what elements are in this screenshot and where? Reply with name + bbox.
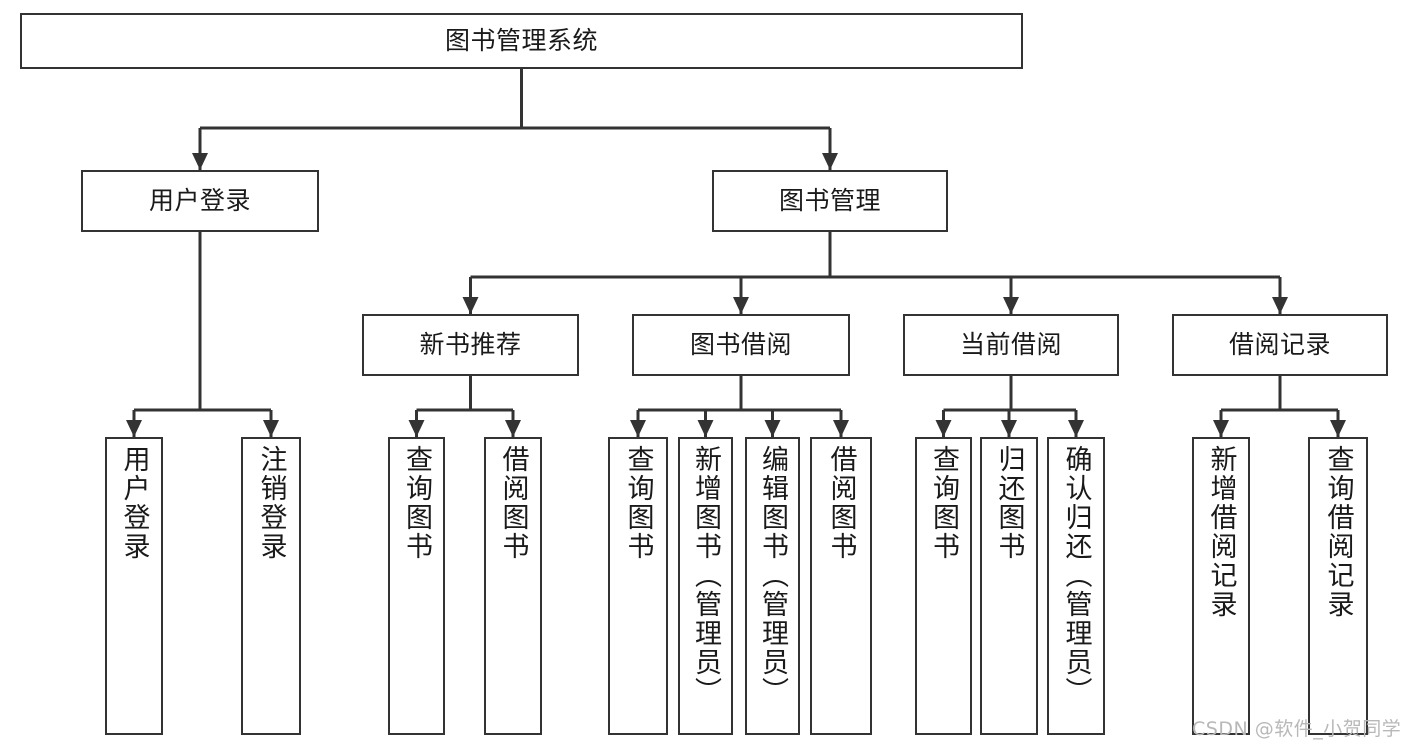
node-leaf-edit-book[interactable]: 编辑图书（管理员） bbox=[745, 437, 800, 735]
node-label-leaf-logout: 注销登录 bbox=[255, 445, 287, 561]
edge-arrowhead bbox=[733, 297, 749, 314]
edge-arrowhead bbox=[1001, 420, 1017, 437]
watermark: CSDN @软件_小贺同学 bbox=[1192, 718, 1402, 740]
node-leaf-add-book[interactable]: 新增图书（管理员） bbox=[678, 437, 733, 735]
node-leaf-confirm[interactable]: 确认归还（管理员） bbox=[1047, 437, 1105, 735]
node-label-leaf-borrow-1: 借阅图书 bbox=[497, 445, 529, 561]
node-user-login[interactable]: 用户登录 bbox=[81, 170, 319, 232]
edge-arrowhead bbox=[1272, 297, 1288, 314]
node-label-leaf-return: 归还图书 bbox=[993, 445, 1025, 561]
node-label-leaf-add-book: 新增图书（管理员） bbox=[690, 445, 721, 706]
edge-arrowhead bbox=[408, 420, 425, 437]
node-new-book-rec[interactable]: 新书推荐 bbox=[362, 314, 579, 376]
node-label-leaf-query-2: 查询图书 bbox=[622, 445, 654, 561]
node-label-leaf-add-rec: 新增借阅记录 bbox=[1205, 445, 1237, 619]
node-label-user-login: 用户登录 bbox=[148, 186, 251, 216]
node-leaf-return[interactable]: 归还图书 bbox=[980, 437, 1038, 735]
node-label-leaf-query-1: 查询图书 bbox=[401, 445, 432, 561]
edge-arrowhead bbox=[263, 420, 279, 437]
node-label-borrow-record: 借阅记录 bbox=[1228, 330, 1331, 360]
node-leaf-borrow-1[interactable]: 借阅图书 bbox=[484, 437, 542, 735]
node-label-book-manage: 图书管理 bbox=[778, 186, 881, 216]
node-leaf-query-2[interactable]: 查询图书 bbox=[608, 437, 668, 735]
node-leaf-user-login[interactable]: 用户登录 bbox=[105, 437, 163, 735]
edge-arrowhead bbox=[126, 420, 142, 437]
node-leaf-add-rec[interactable]: 新增借阅记录 bbox=[1192, 437, 1250, 735]
edge-arrowhead bbox=[822, 153, 838, 170]
node-current-borrow[interactable]: 当前借阅 bbox=[903, 314, 1119, 376]
node-label-current-borrow: 当前借阅 bbox=[959, 330, 1062, 360]
edge-arrowhead bbox=[764, 420, 781, 437]
node-leaf-logout[interactable]: 注销登录 bbox=[241, 437, 301, 735]
edge-arrowhead bbox=[462, 297, 479, 314]
edge-arrowhead bbox=[1003, 297, 1019, 314]
node-leaf-borrow-2[interactable]: 借阅图书 bbox=[810, 437, 872, 735]
node-book-borrow[interactable]: 图书借阅 bbox=[632, 314, 850, 376]
node-label-new-book-rec: 新书推荐 bbox=[419, 330, 522, 360]
node-leaf-query-rec[interactable]: 查询借阅记录 bbox=[1308, 437, 1368, 735]
edge-arrowhead bbox=[630, 420, 646, 437]
node-leaf-query-1[interactable]: 查询图书 bbox=[388, 437, 445, 735]
node-root[interactable]: 图书管理系统 bbox=[20, 13, 1023, 69]
edge-arrowhead bbox=[833, 420, 849, 437]
edge-arrowhead bbox=[192, 153, 208, 170]
edge-arrowhead bbox=[1330, 420, 1346, 437]
node-label-root: 图书管理系统 bbox=[444, 26, 598, 56]
edge-arrowhead bbox=[1213, 420, 1229, 437]
edge-arrowhead bbox=[1068, 420, 1084, 437]
node-label-leaf-query-3: 查询图书 bbox=[928, 445, 959, 561]
node-label-book-borrow: 图书借阅 bbox=[689, 330, 792, 360]
node-leaf-query-3[interactable]: 查询图书 bbox=[915, 437, 972, 735]
edge-arrowhead bbox=[935, 420, 952, 437]
node-label-leaf-query-rec: 查询借阅记录 bbox=[1322, 445, 1354, 619]
node-label-leaf-confirm: 确认归还（管理员） bbox=[1060, 445, 1092, 706]
node-label-leaf-user-login: 用户登录 bbox=[118, 445, 150, 561]
node-book-manage[interactable]: 图书管理 bbox=[712, 170, 948, 232]
node-label-leaf-borrow-2: 借阅图书 bbox=[825, 445, 857, 561]
node-borrow-record[interactable]: 借阅记录 bbox=[1172, 314, 1388, 376]
edge-arrowhead bbox=[505, 420, 521, 437]
edge-arrowhead bbox=[697, 420, 714, 437]
node-label-leaf-edit-book: 编辑图书（管理员） bbox=[757, 445, 788, 706]
